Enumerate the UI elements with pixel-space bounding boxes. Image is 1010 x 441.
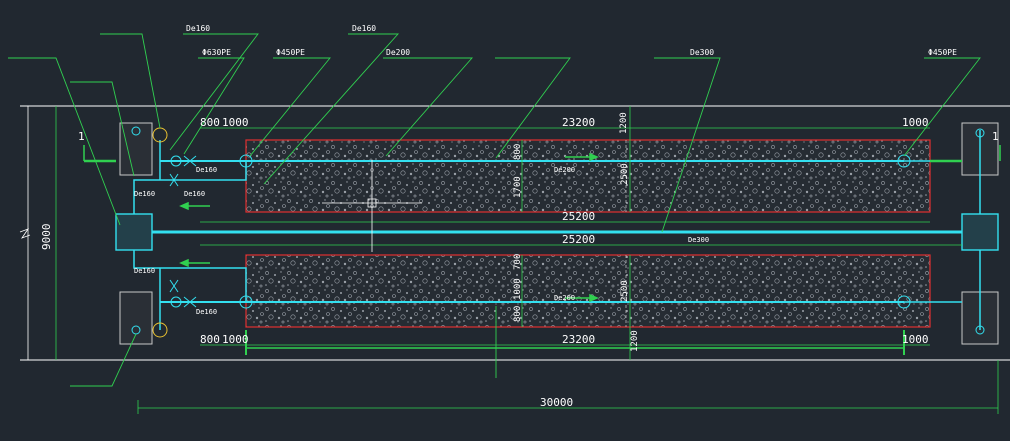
dim-top-v-1700: 1700 [513,176,523,198]
flow-arrowhead [179,201,189,211]
outlet-box-right [961,213,999,251]
leader-line [100,33,161,129]
pipe-label-de160-b: De160 [134,190,155,198]
gate-valve-icon [183,296,197,308]
leader-line [903,57,981,157]
inspection-well-icon [239,154,253,168]
tee-fitting-icon [170,155,182,167]
flow-arrowhead [179,258,189,268]
leader-line [495,57,571,159]
dim-bottom-23200: 23200 [562,333,595,346]
dim-top-800: 800 [200,116,220,129]
dim-top-right-1000: 1000 [902,116,929,129]
callout-phi450-right: Φ450PE [928,48,957,57]
callout-de160-a: De160 [186,24,210,33]
inspection-well-icon [897,295,911,309]
tee-fitting-icon [170,296,182,308]
dim-mid-25200-a: 25200 [562,210,595,223]
flow-arrows [83,145,1001,355]
dim-top-v-2500: 2500 [620,163,630,185]
pipe-label-de160-a: De160 [196,166,217,174]
pipe-label-de200-top: De200 [554,166,575,174]
dim-bottom-1000: 1000 [222,333,249,346]
callout-de300: De300 [690,48,714,57]
gate-valve-icon [183,155,197,167]
manhole-bottom-left [119,291,153,345]
existing-inlet-box [115,213,153,251]
manhole-cover-icon [131,126,141,136]
cad-crosshair-cursor[interactable] [322,160,422,252]
branch-to-bottom [133,250,247,302]
leader-lines [8,33,981,387]
flow-arrowhead [589,152,599,162]
dim-bottom-800: 800 [200,333,220,346]
pipe-label-de160-c: De160 [184,190,205,198]
dim-top-23200: 23200 [562,116,595,129]
pipe-label-de160-d: De160 [134,267,155,275]
dim-bottom-right-1000: 1000 [902,333,929,346]
callout-phi630: Φ630PE [202,48,231,57]
pipe-label-de200-bottom: De200 [554,294,575,302]
dim-bot-v-800: 800 [513,306,523,322]
dim-mid-25200-b: 25200 [562,233,595,246]
pipe-label-de160-e: De160 [196,308,217,316]
callout-phi450-left: Φ450PE [276,48,305,57]
leader-line [169,33,259,151]
trench-bottom [245,254,931,328]
dim-total-length: 30000 [540,396,573,409]
section-marker-right: 1 [992,130,999,143]
check-valve-icon [152,322,168,338]
dim-top-v-1200: 1200 [619,112,629,134]
dim-height: 9000 [40,224,53,251]
check-valve-icon [152,127,168,143]
branch-to-top [133,161,247,214]
dim-bot-v-1200: 1200 [630,330,640,352]
leader-line [383,57,473,157]
fittings [131,126,985,338]
flow-arrowhead [589,293,599,303]
leader-line [70,333,137,387]
leader-line [654,57,721,233]
inspection-well-icon [897,154,911,168]
manhole-cover-icon [975,325,985,335]
inspection-well-icon [239,295,253,309]
dim-bot-v-1000: 1000 [513,278,523,300]
dim-bot-v-2500: 2500 [620,280,630,302]
gate-valve-icon [169,173,179,187]
pipe-label-de300-mid: De300 [688,236,709,244]
dim-top-v-800: 800 [513,144,523,160]
dimension-lines [55,106,999,414]
break-symbol [19,228,31,239]
manhole-cover-icon [975,128,985,138]
dim-top-1000: 1000 [222,116,249,129]
leader-line [183,57,245,155]
manhole-top-left [119,122,153,176]
section-marker-left: 1 [78,130,85,143]
leader-line [8,57,121,226]
callout-de200: De200 [386,48,410,57]
trench-top [245,139,931,213]
leader-line [249,57,331,157]
leader-line [70,81,135,177]
gate-valve-icon [169,279,179,293]
dim-bot-v-700: 700 [513,254,523,270]
callout-de160-b: De160 [352,24,376,33]
leader-line [263,33,400,185]
